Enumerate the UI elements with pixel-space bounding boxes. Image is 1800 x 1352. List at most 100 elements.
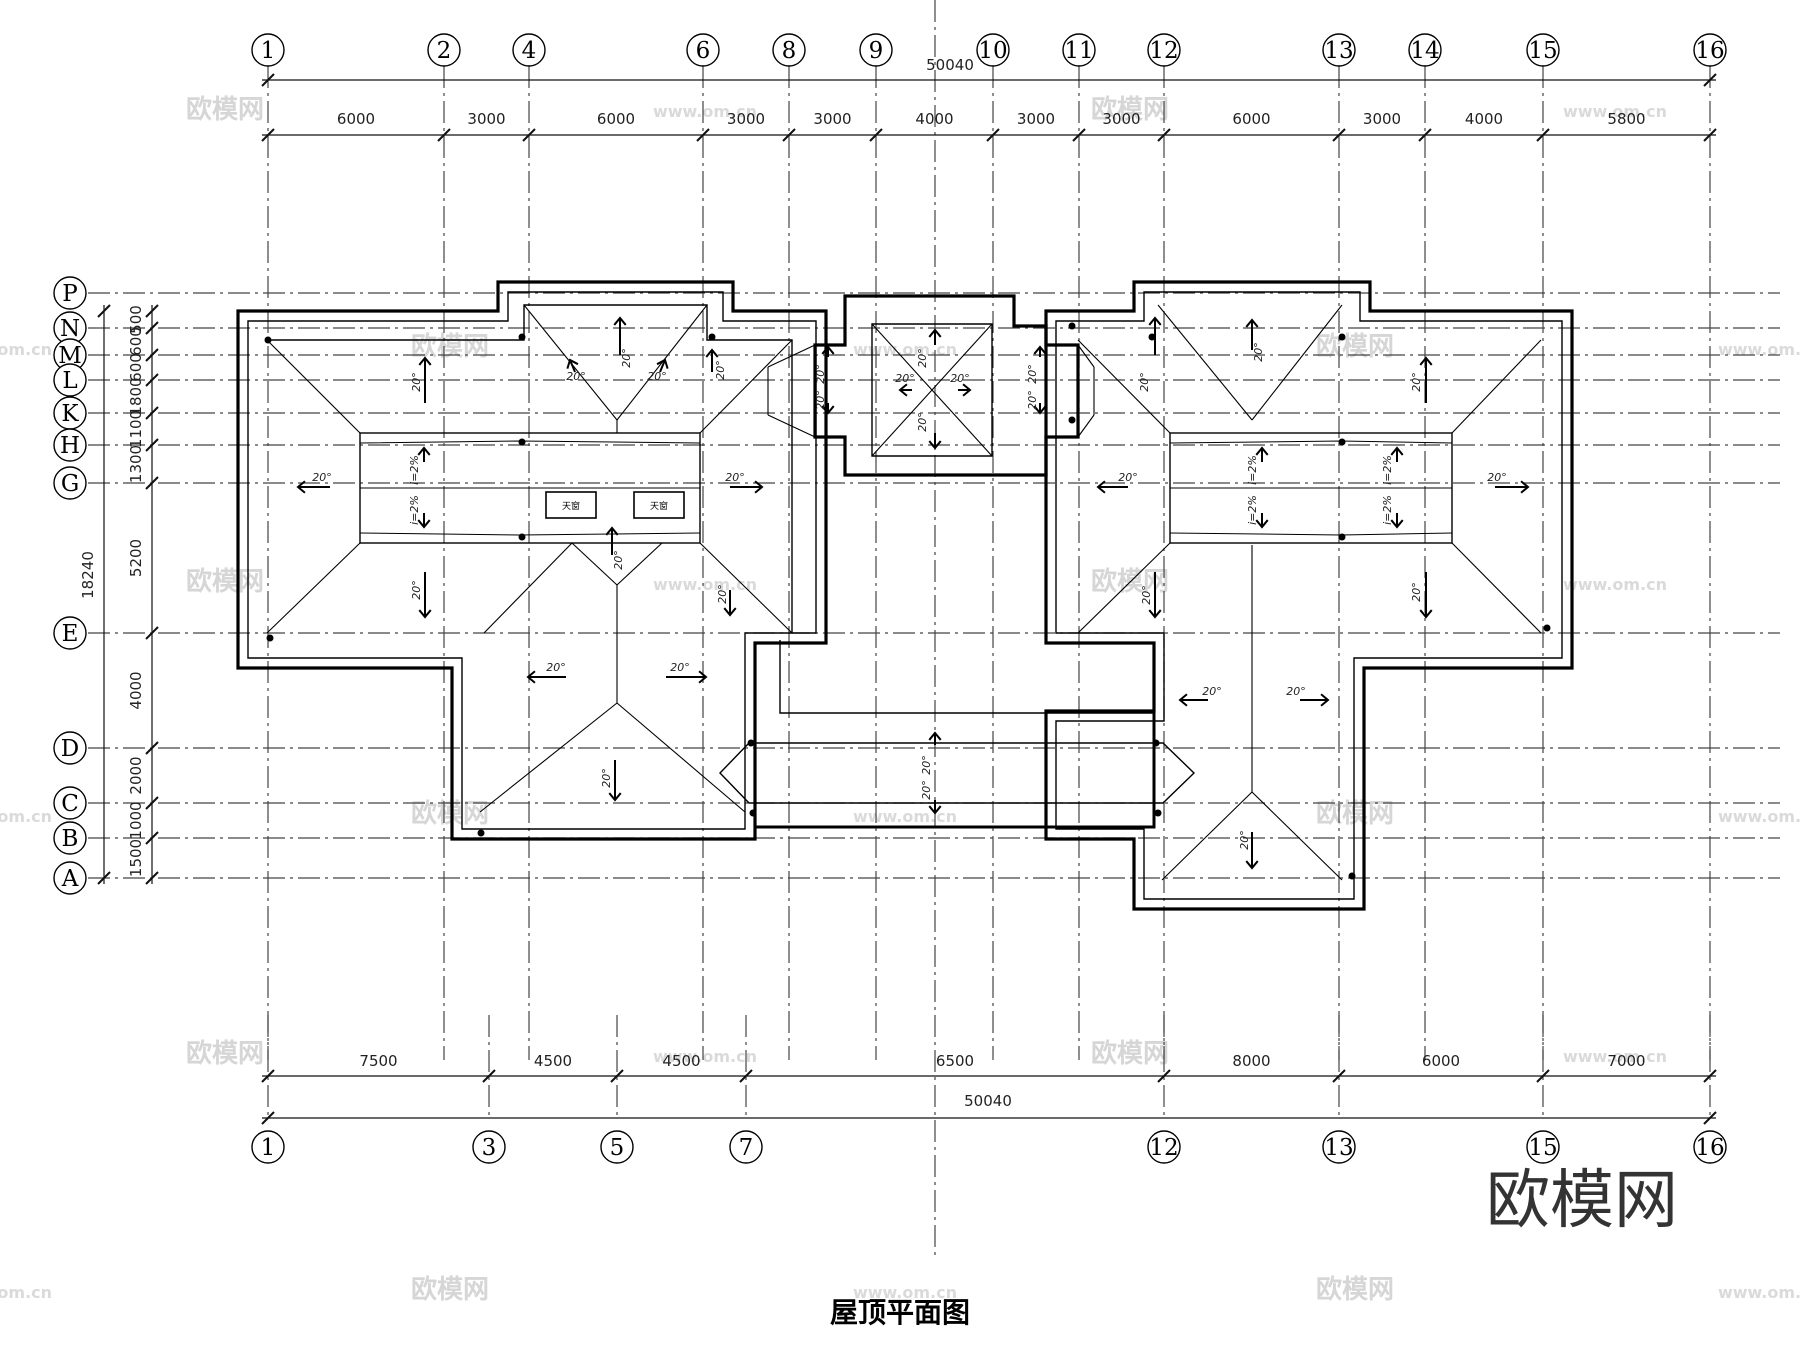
- axis-bubble-label: 15: [1528, 38, 1557, 64]
- top-dim-text: 3000: [727, 110, 765, 128]
- link-roof-outer: [753, 643, 1156, 829]
- slope-label: 20°: [600, 768, 613, 788]
- dim-tick: [1157, 1069, 1171, 1083]
- dim-tick: [145, 796, 159, 810]
- dim-tick: [1703, 128, 1717, 142]
- slope-label: 20°: [410, 580, 423, 600]
- slope-label: 20°: [920, 755, 933, 775]
- slope-label: 20°: [716, 584, 729, 604]
- corner-marker: [1338, 333, 1346, 341]
- slope-arrow-head: [928, 440, 942, 450]
- axis-bubble-label: 6: [696, 38, 711, 64]
- watermark-url: www.om.cn: [853, 340, 957, 359]
- axis-bottom-7: 7: [729, 1130, 763, 1164]
- slope-label: 20°: [916, 412, 929, 432]
- left-dim-text: 4000: [127, 671, 145, 709]
- axis-bubble-label: 12: [1149, 1135, 1178, 1161]
- watermark-text: 欧模网: [186, 566, 264, 597]
- right-wing-eave-outer: [1044, 280, 1574, 911]
- top-dim-text: 3000: [1102, 110, 1140, 128]
- watermark-text: 欧模网: [186, 94, 264, 125]
- axis-top-13: 13: [1322, 33, 1356, 67]
- bottom-dim-text: 7000: [1607, 1052, 1645, 1070]
- skylight-right: [633, 491, 685, 519]
- corner-marker: [518, 533, 526, 541]
- top-dim-text: 4000: [1465, 110, 1503, 128]
- axis-bubble-label: N: [60, 316, 80, 342]
- bottom-dim-text: 6000: [1422, 1052, 1460, 1070]
- axis-bottom-12: 12: [1147, 1130, 1181, 1164]
- watermark-text: 欧模网: [1316, 331, 1394, 362]
- axis-bubble-label: 16: [1695, 38, 1724, 64]
- axis-bubble-label: B: [62, 826, 79, 852]
- top-total-dim: 50040: [926, 56, 974, 74]
- axis-bubble-circle: [1526, 33, 1560, 67]
- axis-bubble-circle: [1408, 33, 1442, 67]
- slope-arrow-head: [1419, 609, 1433, 619]
- axis-bubble-circle: [427, 33, 461, 67]
- watermark-text: 欧模网: [1091, 1038, 1169, 1069]
- axis-left-G: G: [53, 466, 87, 500]
- slope-arrow-shaft: [659, 359, 666, 373]
- dim-tick: [145, 373, 159, 387]
- slope-arrow-head: [1520, 480, 1530, 494]
- axis-bubble-label: E: [62, 621, 79, 647]
- corner-marker: [1338, 438, 1346, 446]
- axis-bubble-circle: [1526, 1130, 1560, 1164]
- slope-label: 20°: [410, 372, 423, 392]
- right-wing-eave-inner: [1055, 291, 1563, 900]
- watermark-url: www.om.cn: [1563, 1047, 1667, 1066]
- slope-arrows: [296, 316, 1530, 870]
- axis-bubble-circle: [729, 1130, 763, 1164]
- watermark-url: www.om.cn: [0, 340, 52, 359]
- axis-left-L: L: [53, 363, 87, 397]
- axis-bubble-label: 14: [1410, 38, 1439, 64]
- slope-label: 20°: [1118, 471, 1138, 484]
- axis-bubble-label: 15: [1528, 1135, 1557, 1161]
- axis-bubble-circle: [53, 861, 87, 895]
- left-dim-text: 5200: [127, 539, 145, 577]
- axis-bubble-label: M: [58, 343, 82, 369]
- dim-tick: [986, 128, 1000, 142]
- axis-bubble-circle: [472, 1130, 506, 1164]
- slope-label: 20°: [1238, 830, 1251, 850]
- axis-bottom-3: 3: [472, 1130, 506, 1164]
- center-tower-hips: [767, 323, 1095, 457]
- axis-bubble-label: 4: [522, 38, 537, 64]
- skylight-group: [545, 491, 685, 519]
- slope-label: 20°: [950, 372, 970, 385]
- dim-tick: [1332, 128, 1346, 142]
- slope-arrow-head: [1148, 316, 1162, 326]
- corner-marker: [1154, 809, 1162, 817]
- bottom-dim-text: 7500: [359, 1052, 397, 1070]
- axis-bubble-circle: [53, 786, 87, 820]
- watermark-url: www.om.cn: [653, 1047, 757, 1066]
- dim-tick: [610, 1069, 624, 1083]
- slope-label: i=2%: [408, 455, 421, 485]
- corner-marker: [266, 634, 274, 642]
- watermark-url: www.om.cn: [853, 807, 957, 826]
- watermark-url: www.om.cn: [653, 575, 757, 594]
- slope-label: 20°: [1026, 390, 1039, 410]
- axis-bubble-label: 10: [978, 38, 1007, 64]
- dim-tick: [1703, 73, 1717, 87]
- slope-label: 20°: [916, 348, 929, 368]
- slope-label: 20°: [714, 360, 727, 380]
- axis-left-D: D: [53, 731, 87, 765]
- dim-tick: [1703, 1069, 1717, 1083]
- watermark-text: 欧模网: [1091, 94, 1169, 125]
- skylight-left: [545, 491, 597, 519]
- corner-marker: [747, 739, 755, 747]
- axis-bubble-label: 7: [739, 1135, 754, 1161]
- axis-left-C: C: [53, 786, 87, 820]
- axis-top-11: 11: [1062, 33, 1096, 67]
- axis-bottom-5: 5: [600, 1130, 634, 1164]
- dim-tick: [1536, 128, 1550, 142]
- axis-bubble-label: 16: [1695, 1135, 1724, 1161]
- skylight-right-label: 天窗: [650, 500, 668, 512]
- axis-left-K: K: [53, 396, 87, 430]
- axis-top-8: 8: [772, 33, 806, 67]
- left-dim-text: 2000: [127, 756, 145, 794]
